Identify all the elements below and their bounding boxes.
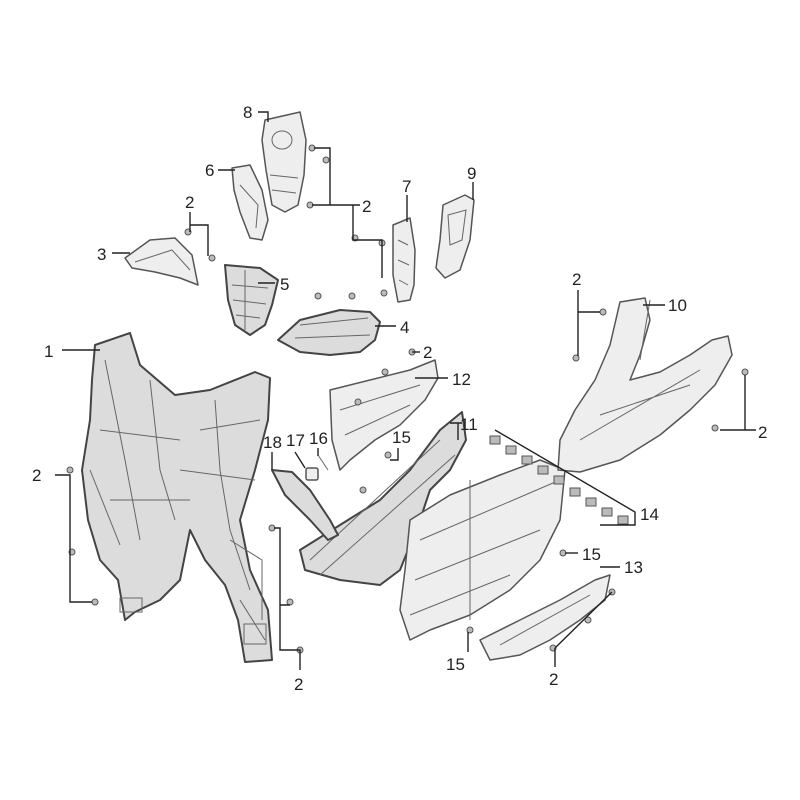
part-panel-9 <box>435 194 475 279</box>
callout-2-upper-middle: 2 <box>362 197 371 216</box>
callout-6: 6 <box>205 161 214 180</box>
part-front-inner-shield <box>81 332 273 663</box>
part-floor-panel-11 <box>299 411 566 641</box>
part-lower-panel-13 <box>479 574 611 661</box>
part-16 <box>317 454 329 471</box>
callout-13: 13 <box>624 558 643 577</box>
callout-18: 18 <box>263 433 282 452</box>
part-17 <box>305 467 319 481</box>
part-18 <box>271 469 339 541</box>
callout-2-right: 2 <box>758 423 767 442</box>
part-side-panel-12 <box>329 359 439 471</box>
callout-8: 8 <box>243 103 252 122</box>
callout-15-bottom: 15 <box>446 655 465 674</box>
callout-3: 3 <box>97 245 106 264</box>
callout-15-right: 15 <box>582 545 601 564</box>
part-clips-14 <box>489 435 629 525</box>
callout-14: 14 <box>640 505 659 524</box>
callout-2-bottom-right: 2 <box>549 670 558 689</box>
callout-11: 11 <box>460 415 478 434</box>
callout-2-left: 2 <box>32 466 41 485</box>
part-under-cover-10 <box>557 297 733 473</box>
callout-9: 9 <box>467 164 476 183</box>
callout-17: 17 <box>286 431 305 450</box>
callout-7: 7 <box>402 177 411 196</box>
callout-2-near-12: 2 <box>423 343 432 362</box>
part-tunnel-cover-4 <box>277 309 381 356</box>
callout-1: 1 <box>44 342 53 361</box>
callout-labels: 1 3 2 5 6 8 2 7 9 4 2 12 2 10 2 11 15 18… <box>32 103 767 694</box>
part-vertical-7 <box>392 217 416 303</box>
callout-12: 12 <box>452 370 471 389</box>
part-panel-8 <box>261 111 307 213</box>
callout-16: 16 <box>309 429 328 448</box>
callout-4: 4 <box>400 318 409 337</box>
callout-2-near-10: 2 <box>572 270 581 289</box>
callout-2-top-left: 2 <box>185 193 194 212</box>
part-bracket-5 <box>224 264 279 336</box>
part-small-top-cover <box>124 237 199 286</box>
part-plate-6 <box>231 164 269 241</box>
callout-5: 5 <box>280 275 289 294</box>
callout-10: 10 <box>668 296 687 315</box>
callout-2-bottom-middle: 2 <box>294 675 303 694</box>
callout-15-upper: 15 <box>392 428 411 447</box>
leader-lines <box>55 111 756 670</box>
